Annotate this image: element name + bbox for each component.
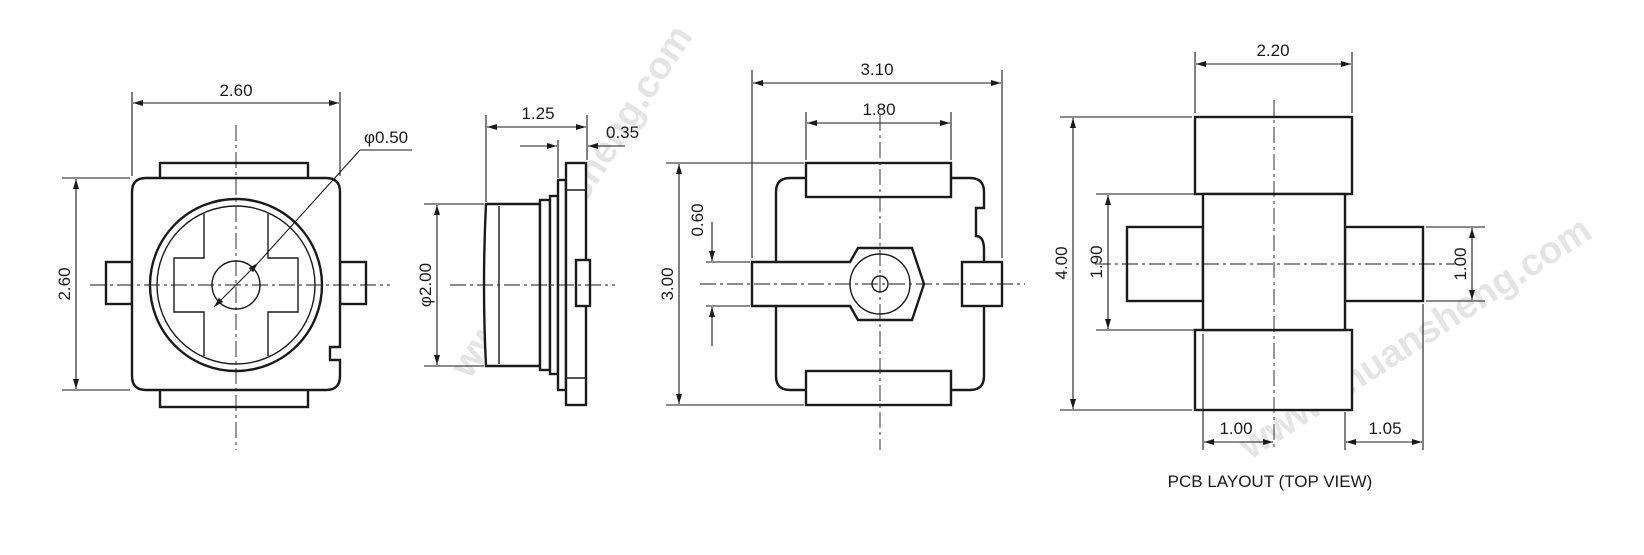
side-diameter-label: φ2.00 [416,263,435,307]
bottom-pin-label: 0.60 [688,203,707,236]
bottom-height-label: 3.00 [658,267,677,300]
bottom-pad-label: 1.80 [862,100,895,119]
side-view: 1.25 0.35 φ2.00 [416,104,639,407]
pcb-left-offset-label: 1.00 [1219,419,1252,438]
pcb-pad-height-label: 1.00 [1451,247,1470,280]
front-width-label: 2.60 [219,81,252,100]
pcb-center-label: 1.90 [1087,245,1106,278]
bottom-width-label: 3.10 [860,60,893,79]
pcb-right-offset-label: 1.05 [1368,419,1401,438]
front-view: 2.60 2.60 φ0.50 [55,81,412,450]
pcb-layout-caption: PCB LAYOUT (TOP VIEW) [1168,472,1373,491]
side-flange-label: 0.35 [606,123,639,142]
hole-diameter-label: φ0.50 [364,128,408,147]
pcb-layout: 2.20 4.00 1.90 1.00 1.00 1.05 PCB LAYOUT… [1052,41,1485,491]
pcb-width-label: 2.20 [1256,41,1289,60]
pcb-height-label: 4.00 [1052,246,1071,279]
side-depth-label: 1.25 [521,104,554,123]
front-height-label: 2.60 [55,267,74,300]
bottom-view: 3.10 1.80 0.60 3.00 [658,60,1025,450]
